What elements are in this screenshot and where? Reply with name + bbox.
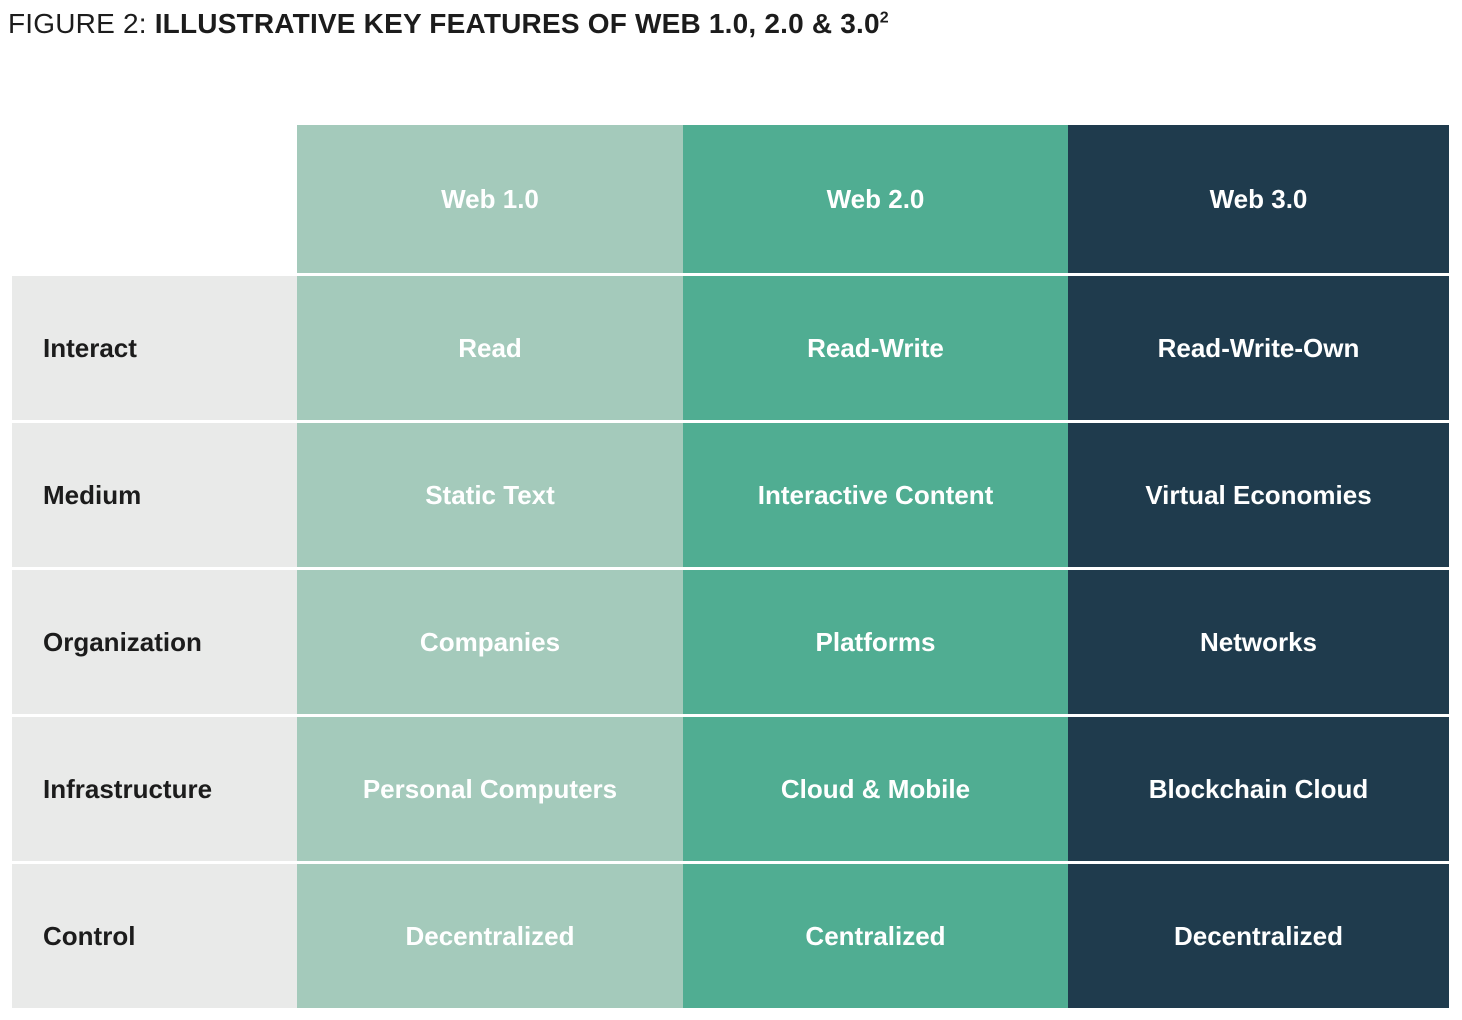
- cell-control-web1: Decentralized: [297, 861, 683, 1008]
- figure-title: FIGURE 2: ILLUSTRATIVE KEY FEATURES OF W…: [8, 8, 889, 40]
- footnote-marker: 2: [879, 9, 889, 27]
- row-label-organization: Organization: [12, 567, 297, 714]
- row-label-control: Control: [12, 861, 297, 1008]
- cell-organization-web3: Networks: [1068, 567, 1449, 714]
- corner-cell: [12, 125, 297, 273]
- cell-medium-web3: Virtual Economies: [1068, 420, 1449, 567]
- row-label-medium: Medium: [12, 420, 297, 567]
- cell-interact-web1: Read: [297, 273, 683, 420]
- cell-control-web3: Decentralized: [1068, 861, 1449, 1008]
- cell-organization-web2: Platforms: [683, 567, 1068, 714]
- row-label-infrastructure: Infrastructure: [12, 714, 297, 861]
- cell-organization-web1: Companies: [297, 567, 683, 714]
- comparison-table: Web 1.0 Web 2.0 Web 3.0 Interact Read Re…: [12, 125, 1449, 1008]
- column-header-web1: Web 1.0: [297, 125, 683, 273]
- column-header-web3: Web 3.0: [1068, 125, 1449, 273]
- cell-medium-web2: Interactive Content: [683, 420, 1068, 567]
- cell-medium-web1: Static Text: [297, 420, 683, 567]
- row-label-interact: Interact: [12, 273, 297, 420]
- cell-infrastructure-web2: Cloud & Mobile: [683, 714, 1068, 861]
- cell-interact-web3: Read-Write-Own: [1068, 273, 1449, 420]
- cell-infrastructure-web3: Blockchain Cloud: [1068, 714, 1449, 861]
- column-header-web2: Web 2.0: [683, 125, 1068, 273]
- cell-control-web2: Centralized: [683, 861, 1068, 1008]
- figure-number-label: FIGURE 2:: [8, 8, 155, 39]
- figure-title-main: ILLUSTRATIVE KEY FEATURES OF WEB 1.0, 2.…: [154, 8, 880, 39]
- cell-interact-web2: Read-Write: [683, 273, 1068, 420]
- cell-infrastructure-web1: Personal Computers: [297, 714, 683, 861]
